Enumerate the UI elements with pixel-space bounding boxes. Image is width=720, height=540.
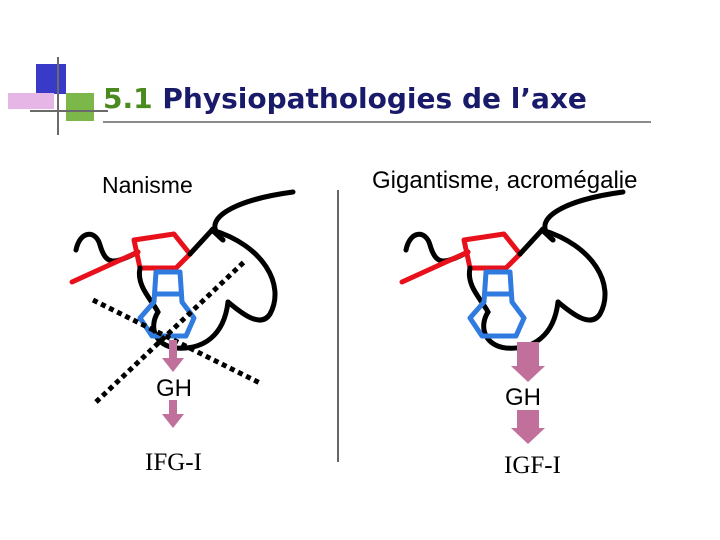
left-igf-label: IFG-I: [145, 449, 202, 477]
right-igf-label: IGF-I: [504, 452, 561, 480]
left-gh-label: GH: [156, 375, 192, 403]
left-arrow-igf: [162, 400, 184, 428]
left-heading: Nanisme: [102, 172, 193, 199]
right-arrow-igf: [511, 410, 545, 444]
right-heading: Gigantisme, acromégalie: [372, 167, 637, 195]
right-gland-diagram: [402, 192, 623, 348]
left-gland-diagram: [72, 192, 293, 348]
right-gh-label: GH: [505, 384, 541, 412]
block-line-1: [93, 300, 262, 384]
